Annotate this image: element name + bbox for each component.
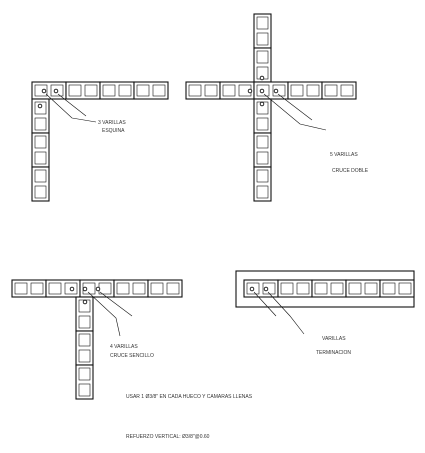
- detail-end: VARILLAS TERMINACION: [235, 270, 415, 356]
- leader-line: [253, 291, 277, 317]
- single-cross-label-2: CRUCE SENCILLO: [110, 353, 154, 359]
- wall-row-horizontal: [31, 81, 169, 100]
- wall-column-lower: [75, 296, 94, 400]
- single-cross-label-1: 4 VARILLAS: [110, 344, 138, 350]
- leader-line: [99, 291, 133, 317]
- corner-label-2: ESQUINA: [102, 128, 125, 134]
- leader-line: [263, 93, 327, 131]
- rebar-markers: [247, 75, 279, 107]
- wall-column-upper: [253, 13, 272, 83]
- leader-line: [277, 93, 313, 121]
- rebar-markers: [249, 286, 269, 292]
- note-fill-cells: USAR 1 Ø3/8" EN CADA HUECO Y CAMARAS LLE…: [126, 394, 253, 400]
- leader-line: [45, 93, 97, 123]
- double-cross-label-2: CRUCE DOBLE: [332, 168, 369, 174]
- wall-column-lower: [253, 98, 272, 202]
- leader-line: [267, 291, 305, 335]
- detail-double-cross: 5 VARILLAS CRUCE DOBLE: [185, 13, 369, 202]
- end-label-1: VARILLAS: [322, 336, 346, 342]
- wall-column-vertical: [31, 98, 50, 202]
- end-label-2: TERMINACION: [316, 350, 351, 356]
- note-vertical-reinforcement: REFUERZO VERTICAL: Ø3/8"@0.60: [126, 434, 210, 440]
- rebar-markers: [37, 88, 59, 109]
- leader-line: [57, 93, 87, 117]
- detail-single-cross: 4 VARILLAS CRUCE SENCILLO: [11, 279, 183, 400]
- corner-label-1: 3 VARILLAS: [98, 120, 126, 126]
- double-cross-label-1: 5 VARILLAS: [330, 152, 358, 158]
- leader-line: [87, 291, 121, 337]
- wall-row-horizontal: [185, 81, 357, 100]
- detail-corner: 3 VARILLAS ESQUINA: [31, 81, 169, 202]
- wall-row-horizontal: [243, 279, 415, 298]
- rebar-markers: [69, 286, 101, 305]
